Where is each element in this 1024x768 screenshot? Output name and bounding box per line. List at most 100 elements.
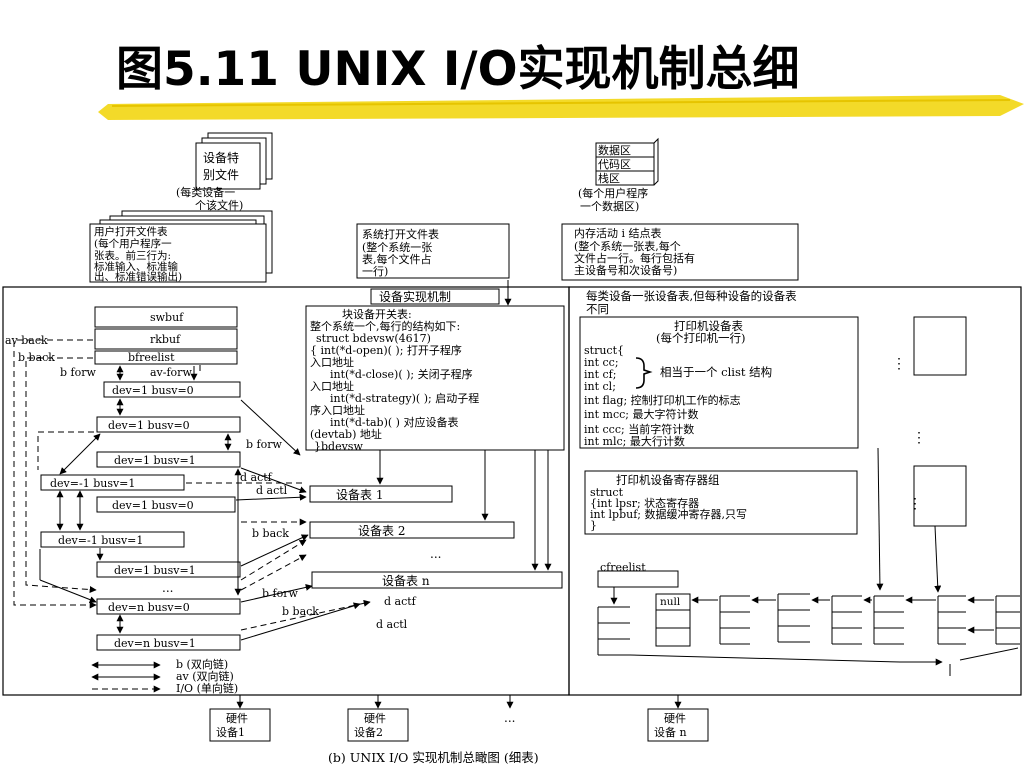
cfreelist-box <box>597 570 679 588</box>
chain-row-5: dev=-1 busv=1 <box>58 534 143 547</box>
right-header-1: 不同 <box>586 302 609 316</box>
chain-row-3: dev=-1 busv=1 <box>50 477 135 490</box>
label-b-forw-2: b forw <box>246 438 282 451</box>
chain-row-6: dev=1 busv=1 <box>114 564 196 577</box>
sys-table-line-1: (整个系统一张 <box>362 240 432 254</box>
data-note-0: (每个用户程序 <box>578 186 648 200</box>
sys-table-line-3: 一行) <box>362 265 388 278</box>
dev-special-note-0: (每类设备一 <box>176 185 235 199</box>
system-open-file-table: 系统打开文件表 (整个系统一张 表,每个文件占 一行) <box>356 223 510 279</box>
inode-line-1: (整个系统一张表,每个 <box>574 239 681 253</box>
label-b-back-2: b back <box>252 527 289 540</box>
data-note-1: 一个数据区) <box>580 199 639 213</box>
printer-frame <box>568 286 1022 696</box>
sys-table-line-0: 系统打开文件表 <box>362 227 439 241</box>
chain-row-4: dev=1 busv=0 <box>112 499 194 512</box>
dev-special-line-0: 设备特 <box>203 150 239 165</box>
hw-n-line-0: 硬件 <box>664 712 686 725</box>
bdev-line-1: 整个系统一个,每行的结构如下: <box>310 319 460 333</box>
legend-io: I/O (单向链) <box>176 681 238 695</box>
bdev-line-4: 入口地址 <box>310 355 354 369</box>
reg-line-2: {int lpsr; 状态寄存器 <box>590 496 699 510</box>
clist-blocks <box>597 593 1020 676</box>
mechanism-title: 设备实现机制 <box>379 289 451 304</box>
chain-row-1: dev=1 busv=0 <box>108 419 190 432</box>
label-b-forw-3: b forw <box>262 587 298 600</box>
chain-ellipsis: ... <box>162 581 173 595</box>
printer-table-title: 打印机设备表 <box>674 319 743 333</box>
bdev-line-5: int(*d-close)( ); 关闭子程序 <box>330 367 473 381</box>
chain-row-7: dev=n busv=0 <box>108 601 190 614</box>
right-columns <box>876 316 967 593</box>
device-tables: 设备表 1 设备表 2 ... 设备表 n <box>309 485 563 589</box>
hw-1-line-0: 硬件 <box>226 712 248 725</box>
label-av-back: av back <box>5 334 48 347</box>
struct-line-6: int ccc; 当前字符计数 <box>584 422 694 436</box>
figure-caption: (b) UNIX I/O 实现机制总瞰图 (细表) <box>328 750 539 765</box>
reg-line-4: } <box>590 519 597 532</box>
dots-2: ⋮ <box>912 430 926 446</box>
struct-line-7: int mlc; 最大行计数 <box>584 434 685 448</box>
printer-register-group <box>584 470 858 535</box>
reg-line-1: struct <box>590 486 624 499</box>
user-table-line-3: 标准输入、标准输 <box>94 260 178 273</box>
printer-device-table <box>579 316 859 449</box>
reg-line-0: 打印机设备寄存器组 <box>616 473 720 487</box>
chain-row-2: dev=1 busv=1 <box>114 454 196 467</box>
hw-ellipsis: ... <box>504 711 515 725</box>
bdev-line-7: int(*d-strategy)( ); 启动子程 <box>330 392 479 405</box>
clist-brace <box>635 357 653 389</box>
user-table-line-1: (每个用户程序一 <box>94 237 172 250</box>
label-d-actf-3: d actf <box>384 595 417 608</box>
struct-line-5: int mcc; 最大字符计数 <box>584 407 698 421</box>
label-b-forw: b forw <box>60 366 96 379</box>
legend: b (双向链) av (双向链) I/O (单向链) <box>91 657 238 695</box>
label-d-actl: d actl <box>256 484 288 497</box>
label-b-back-3: b back <box>282 605 319 618</box>
title-highlighter-streak <box>111 99 1011 107</box>
struct-line-0: struct{ <box>584 344 624 357</box>
dots-3: ⋮ <box>908 496 922 512</box>
bdev-line-11: }bdevsw <box>314 440 363 453</box>
seg-data: 数据区 <box>598 143 631 157</box>
bdev-line-6: 入口地址 <box>310 379 354 393</box>
buffer-chain: dev=1 busv=0 dev=1 busv=0 dev=1 busv=1 d… <box>40 381 241 651</box>
legend-av: av (双向链) <box>176 669 234 683</box>
data-segments: 数据区 代码区 栈区 <box>595 137 659 186</box>
null-label: null <box>660 596 681 608</box>
block-device-switch-table: 块设备开关表: 整个系统一个,每行的结构如下: struct bdevsw(46… <box>305 305 565 453</box>
device-table-2: 设备表 2 <box>358 524 405 538</box>
title-highlighter <box>98 95 1024 120</box>
inode-line-0: 内存活动 i 结点表 <box>574 226 662 240</box>
device-table-n: 设备表 n <box>382 574 430 588</box>
user-table-line-2: 张表。前三行为: <box>94 249 171 262</box>
inode-line-3: 主设备号和次设备号) <box>574 263 677 277</box>
device-table-1: 设备表 1 <box>336 488 383 502</box>
chain-row-8: dev=n busv=1 <box>114 637 196 650</box>
struct-line-4: int flag; 控制打印机工作的标志 <box>584 393 741 407</box>
hw-2-line-0: 硬件 <box>364 712 386 725</box>
cfreelist-label: cfreelist <box>600 561 646 574</box>
buffer-rkbuf: rkbuf <box>150 333 181 346</box>
label-d-actf: d actf <box>240 471 273 484</box>
device-table-ellipsis: ... <box>430 547 441 561</box>
reg-line-3: int lpbuf; 数据缓冲寄存器,只写 <box>590 507 747 521</box>
dots-1: ⋮ <box>892 356 906 372</box>
dev-special-line-1: 别文件 <box>203 167 239 182</box>
clist-note: 相当于一个 clist 结构 <box>660 365 772 379</box>
hw-1-line-1: 设备1 <box>216 725 245 739</box>
device-special-file: 设备特 别文件 <box>195 132 273 190</box>
label-av-forw: av-forw <box>150 366 192 379</box>
dev-special-note-1: 个该文件) <box>195 198 243 212</box>
buffer-swbuf: swbuf <box>150 311 184 324</box>
sys-table-line-2: 表,每个文件占 <box>362 252 432 266</box>
device-table-arrows <box>376 280 552 571</box>
bdev-line-10: (devtab) 地址 <box>310 427 382 441</box>
struct-line-3: int cl; <box>584 380 616 393</box>
bdev-line-0: 块设备开关表: <box>342 307 412 321</box>
user-table-line-0: 用户打开文件表 <box>94 225 168 238</box>
hardware-devices: 硬件 设备1 硬件 设备2 ... 硬件 设备 n <box>209 695 709 742</box>
user-table-line-4: 出、标准错误输出) <box>94 270 182 283</box>
chain-dashed-links <box>13 339 371 631</box>
